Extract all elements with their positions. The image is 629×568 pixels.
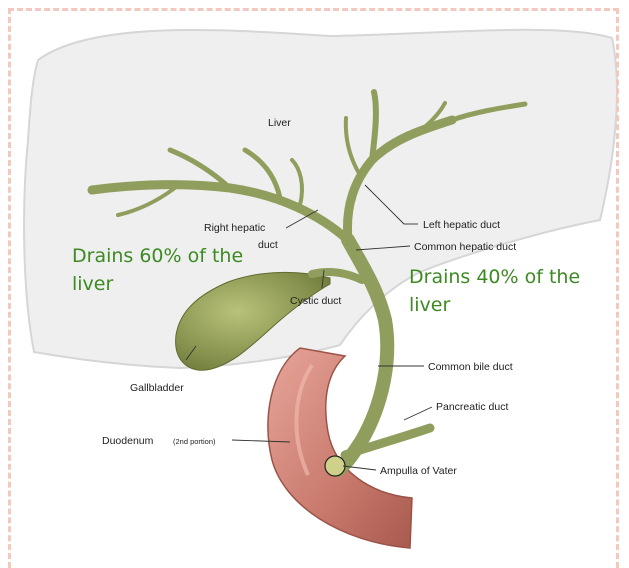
biliary-diagram: Liver Right hepatic duct Left hepatic du… [0,0,629,551]
right-lobe-drainage-note: Drains 60% of the liver [72,242,243,298]
left-lobe-drainage-note: Drains 40% of the liver [409,263,580,319]
